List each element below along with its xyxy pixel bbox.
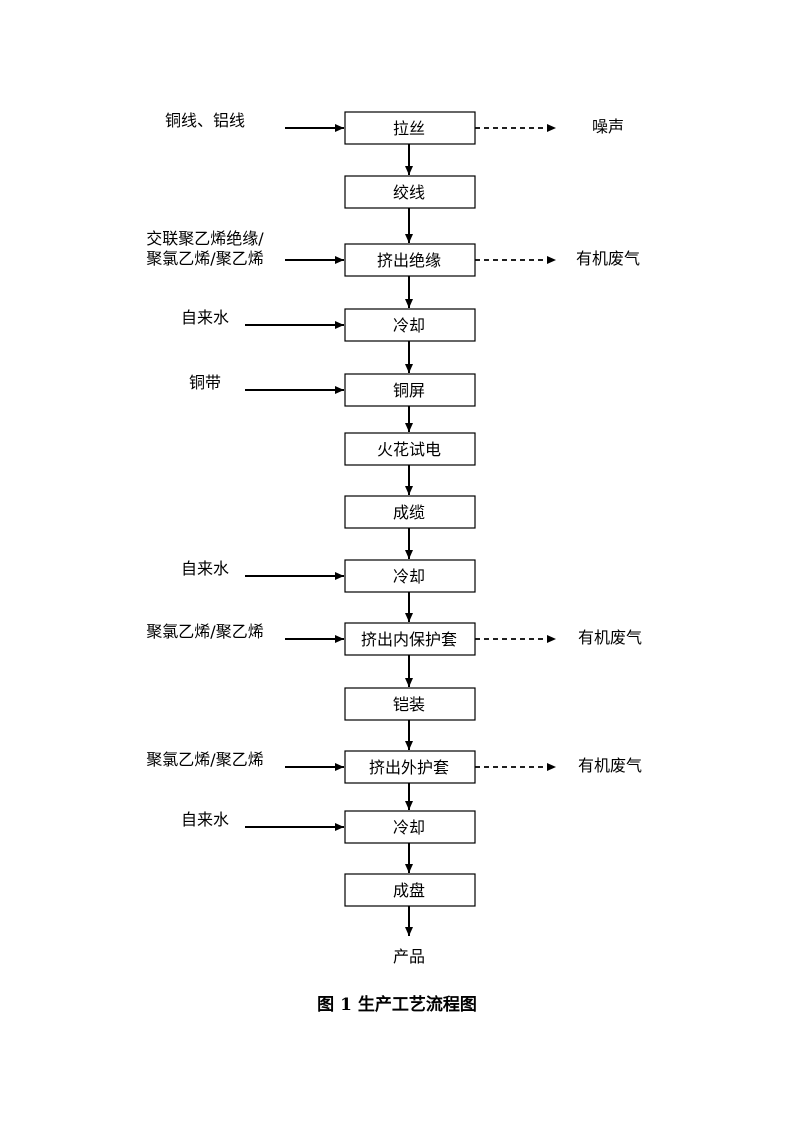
input-material: 铜带 [189, 373, 344, 394]
process-step-label: 挤出内保护套 [361, 630, 457, 649]
process-step: 拉丝 [344, 111, 476, 145]
process-step: 挤出绝缘 [344, 243, 476, 277]
input-material-label: 聚氯乙烯/聚乙烯 [146, 750, 263, 769]
process-step-box [344, 750, 476, 784]
process-step-box [344, 687, 476, 721]
process-step: 冷却 [344, 308, 476, 342]
output-emission: 有机废气 [475, 249, 640, 268]
process-step-label: 成盘 [393, 881, 425, 900]
process-step-label: 冷却 [393, 818, 425, 837]
process-step: 绞线 [344, 175, 476, 209]
input-material: 聚氯乙烯/聚乙烯 [146, 750, 344, 771]
process-step-label: 冷却 [393, 316, 425, 335]
output-emission: 噪声 [475, 117, 624, 136]
process-step-label: 火花试电 [377, 440, 441, 459]
input-material: 自来水 [181, 810, 344, 831]
input-material: 自来水 [181, 559, 344, 580]
input-material-label: 聚氯乙烯/聚乙烯 [146, 249, 263, 268]
process-step-label: 绞线 [393, 183, 425, 202]
process-step-box [344, 873, 476, 907]
process-step-label: 挤出外护套 [369, 758, 449, 777]
input-material: 铜线、铝线 [165, 111, 344, 132]
process-step-box [344, 243, 476, 277]
input-material-label: 自来水 [181, 810, 229, 829]
process-step-box [344, 559, 476, 593]
process-step-box [344, 810, 476, 844]
process-step: 挤出外护套 [344, 750, 476, 784]
emission-label: 有机废气 [578, 756, 642, 775]
process-step: 火花试电 [344, 432, 476, 466]
emission-label: 有机废气 [576, 249, 640, 268]
process-step: 成盘 [344, 873, 476, 907]
process-step-label: 冷却 [393, 567, 425, 586]
process-step-label: 铜屏 [393, 381, 425, 400]
process-step: 铠装 [344, 687, 476, 721]
process-step-box [344, 308, 476, 342]
process-step-label: 铠装 [393, 695, 425, 714]
process-step-label: 成缆 [393, 503, 425, 522]
input-material: 自来水 [181, 308, 344, 329]
input-material: 交联聚乙烯绝缘/聚氯乙烯/聚乙烯 [146, 229, 344, 268]
process-step-label: 挤出绝缘 [377, 251, 441, 270]
process-step: 挤出内保护套 [344, 622, 476, 656]
final-product-label: 产品 [393, 947, 425, 966]
process-step-box [344, 373, 476, 407]
input-material-label: 铜带 [189, 373, 221, 392]
input-material: 聚氯乙烯/聚乙烯 [146, 622, 344, 643]
figure-caption: 图 1 生产工艺流程图 [317, 994, 477, 1015]
process-step-box [344, 495, 476, 529]
process-step-box [344, 432, 476, 466]
output-emission: 有机废气 [475, 756, 642, 775]
input-materials: 铜线、铝线交联聚乙烯绝缘/聚氯乙烯/聚乙烯自来水铜带自来水聚氯乙烯/聚乙烯聚氯乙… [146, 111, 344, 831]
input-material-label: 铜线、铝线 [165, 111, 245, 130]
process-step-box [344, 175, 476, 209]
input-material-label: 交联聚乙烯绝缘/ [146, 229, 264, 248]
input-material-label: 聚氯乙烯/聚乙烯 [146, 622, 263, 641]
emission-label: 有机废气 [578, 628, 642, 647]
process-step-label: 拉丝 [393, 119, 425, 138]
process-step: 冷却 [344, 810, 476, 844]
emission-label: 噪声 [592, 117, 624, 136]
output-emission: 有机废气 [475, 628, 642, 647]
process-step: 铜屏 [344, 373, 476, 407]
input-material-label: 自来水 [181, 559, 229, 578]
input-material-label: 自来水 [181, 308, 229, 327]
process-step-box [344, 622, 476, 656]
process-step: 冷却 [344, 559, 476, 593]
process-step: 成缆 [344, 495, 476, 529]
